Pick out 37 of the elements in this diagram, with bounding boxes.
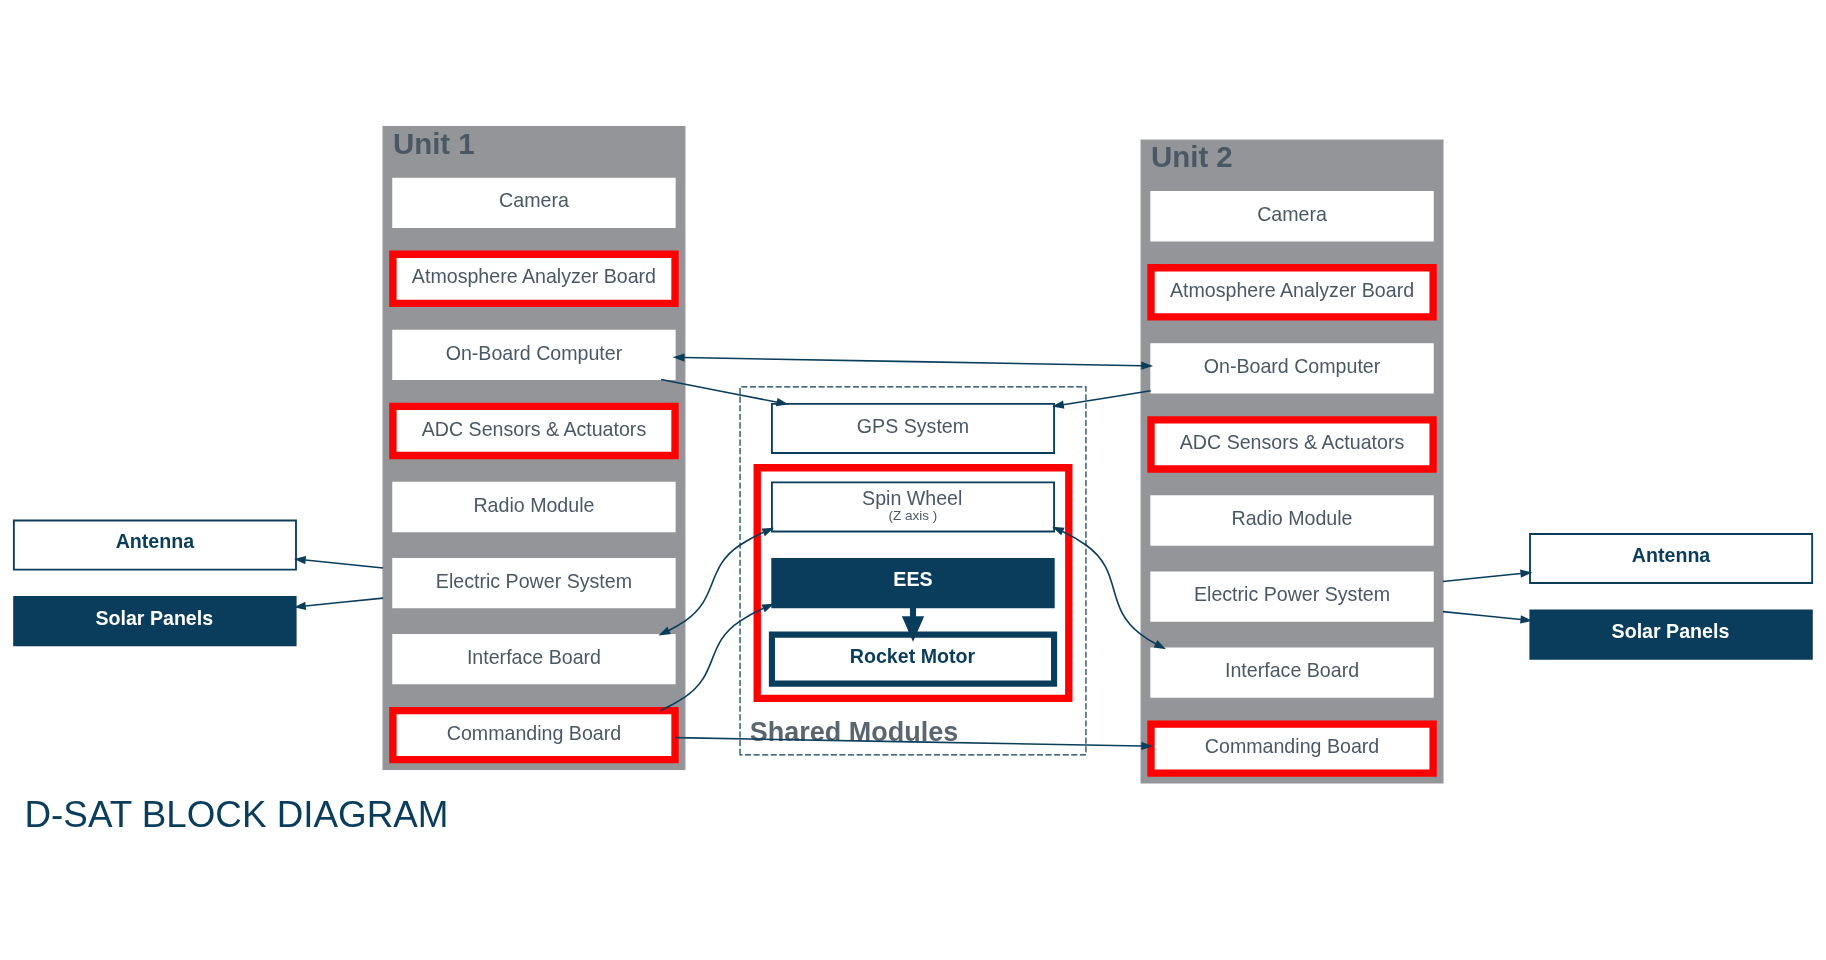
node-box: ADC Sensors & Actuators (389, 402, 679, 460)
arrow (659, 603, 775, 712)
node-box: Atmosphere Analyzer Board (389, 250, 679, 308)
node-box: Spin Wheel (Z axis ) (771, 481, 1055, 533)
arrow (1052, 389, 1152, 409)
node-box: Interface Board (1150, 647, 1434, 698)
node-box: Electric Power System (1150, 571, 1434, 622)
node-box: Antenna (12, 519, 297, 571)
cluster (753, 464, 1073, 703)
node-box: Solar Panels (13, 595, 297, 647)
arrow (294, 597, 384, 611)
node-box: Rocket Motor (768, 631, 1058, 687)
node-box: Camera (392, 177, 676, 228)
node-box: Camera (1150, 191, 1434, 242)
node-box: Radio Module (1150, 495, 1434, 546)
node-box: Commanding Board (1147, 720, 1437, 777)
arrow (1442, 569, 1533, 583)
node-box: Antenna (1529, 533, 1814, 584)
arrow (1442, 610, 1533, 624)
node-box: Radio Module (392, 481, 676, 533)
arrow (672, 353, 1154, 370)
arrow (1052, 526, 1166, 650)
node-box: Commanding Board (389, 706, 679, 764)
node-box: Solar Panels (1529, 609, 1813, 660)
arrow (294, 556, 384, 569)
arrow (674, 736, 1154, 751)
node-box: Electric Power System (392, 557, 676, 609)
diagram-title: D-SAT BLOCK DIAGRAM (24, 794, 449, 836)
node-box: On-Board Computer (1150, 343, 1434, 394)
arrow (658, 527, 774, 636)
node-box: On-Board Computer (392, 329, 676, 381)
node-box: EES (771, 557, 1055, 609)
arrow (660, 378, 789, 407)
node-box: GPS System (771, 403, 1055, 454)
node-box: Atmosphere Analyzer Board (1147, 264, 1437, 321)
node-box: Interface Board (392, 633, 676, 685)
node-box: ADC Sensors & Actuators (1147, 416, 1437, 473)
